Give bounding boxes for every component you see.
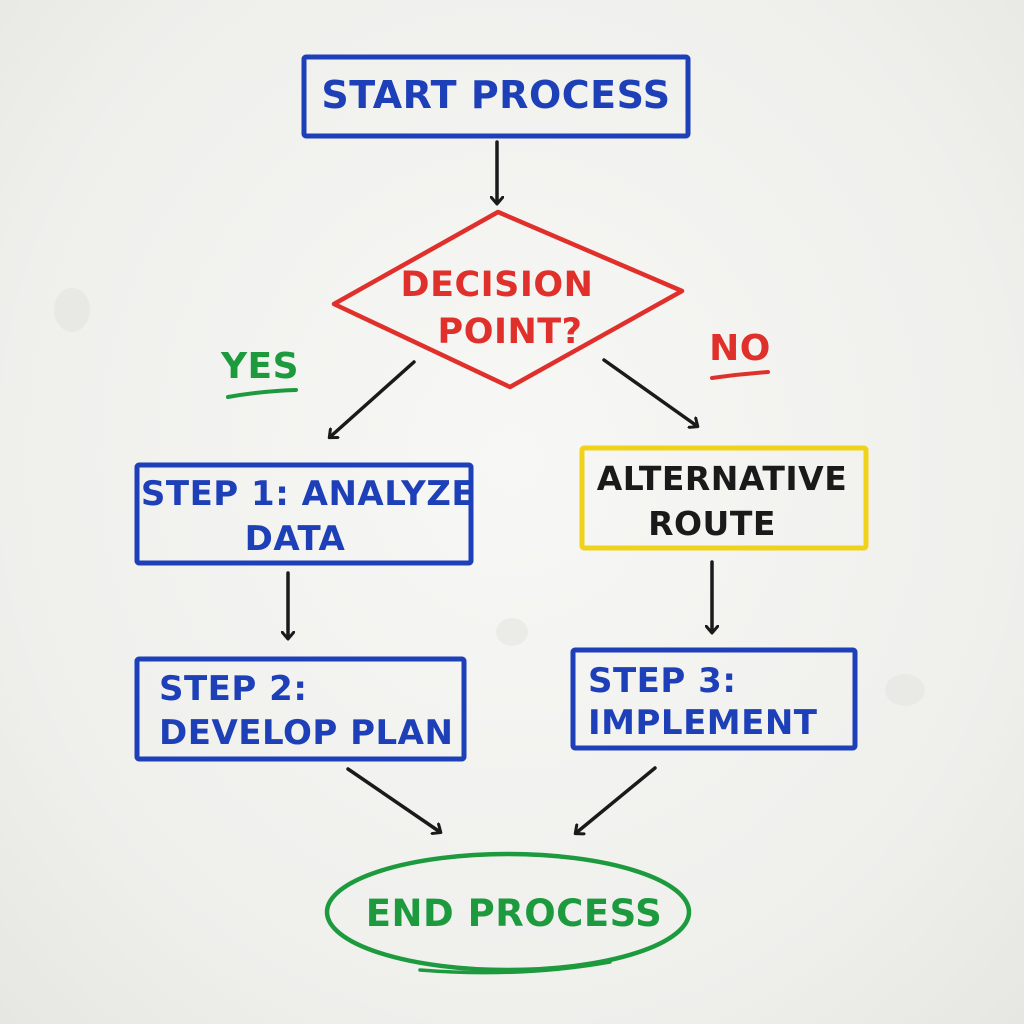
end-node: END PROCESS <box>324 851 692 975</box>
start-box <box>301 54 691 139</box>
step1-label-line1: STEP 1: ANALYZE <box>141 474 475 514</box>
yes-underline <box>226 388 298 399</box>
no-branch-label: NO <box>709 328 771 380</box>
whiteboard-smudge <box>54 288 90 332</box>
step3-box <box>570 647 858 751</box>
step3-node: STEP 3: IMPLEMENT <box>570 647 858 751</box>
step1-node: STEP 1: ANALYZE DATA <box>134 462 475 566</box>
step2-node: STEP 2: DEVELOP PLAN <box>134 656 467 762</box>
end-ellipse <box>324 851 692 973</box>
end-label: END PROCESS <box>366 892 662 935</box>
whiteboard-smudge <box>885 674 925 706</box>
arrow-step3-to-end <box>576 766 657 833</box>
alternative-node: ALTERNATIVE ROUTE <box>579 445 869 551</box>
arrow-step2-to-end <box>346 767 440 832</box>
yes-branch-label: YES <box>220 346 299 399</box>
alternative-box <box>579 445 869 551</box>
step1-label-line2: DATA <box>245 519 346 559</box>
end-ellipse-overlap <box>418 960 612 975</box>
arrow-decision-to-step1 <box>330 360 416 437</box>
start-node: START PROCESS <box>301 54 691 139</box>
step3-label-line2: IMPLEMENT <box>588 703 818 743</box>
yes-label: YES <box>220 346 299 387</box>
decision-label-line1: DECISION <box>401 265 594 305</box>
start-label: START PROCESS <box>321 73 670 117</box>
no-label: NO <box>709 328 771 369</box>
step2-label-line1: STEP 2: <box>159 669 307 709</box>
decision-node: DECISION POINT? <box>331 209 685 390</box>
no-underline <box>710 370 770 380</box>
decision-label-line2: POINT? <box>438 312 583 352</box>
step3-label-line1: STEP 3: <box>588 661 736 701</box>
alternative-label-line2: ROUTE <box>648 504 776 543</box>
alternative-label-line1: ALTERNATIVE <box>597 459 848 498</box>
arrow-decision-to-alternative <box>602 358 697 426</box>
step2-label-line2: DEVELOP PLAN <box>159 713 453 753</box>
step1-box <box>134 462 474 566</box>
step2-box <box>134 656 467 762</box>
decision-diamond <box>331 209 685 390</box>
whiteboard-smudge <box>496 618 528 646</box>
